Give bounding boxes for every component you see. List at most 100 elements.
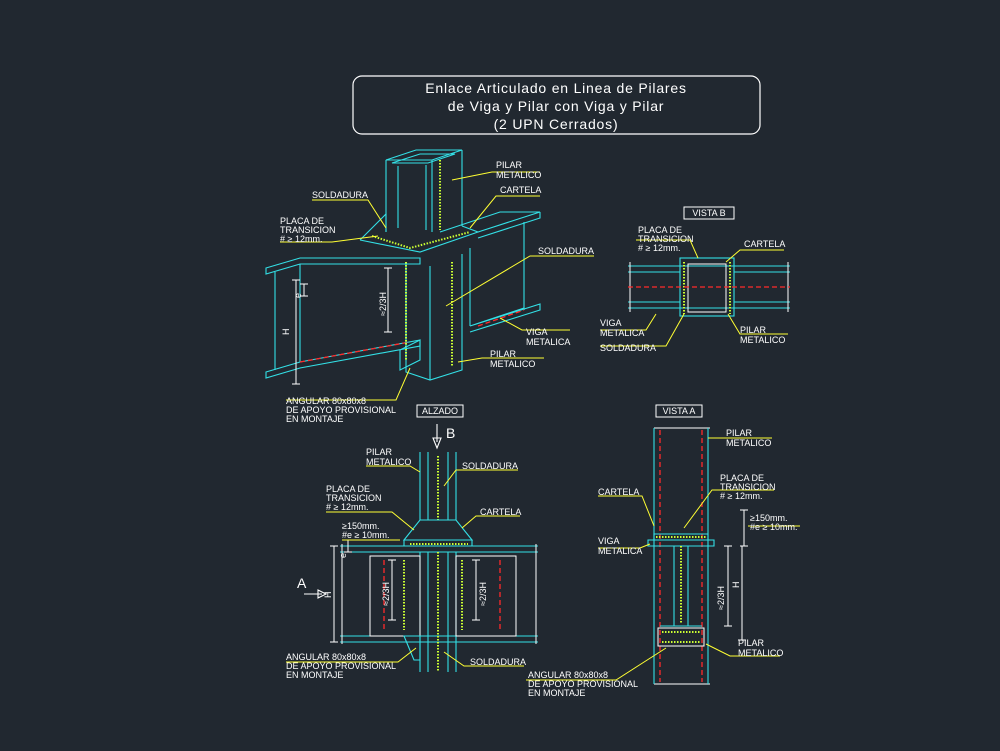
iso-label-placa-3: # ≥ 12mm. — [280, 234, 322, 244]
iso-e-label: e — [293, 293, 303, 298]
alzado-two-third-right: ≈2/3H — [478, 582, 488, 606]
alzado-dim-left — [388, 559, 396, 621]
vista-a-label-angular-1: ANGULAR 80x80x8 — [528, 670, 608, 680]
alzado-leader-placa — [326, 511, 415, 531]
alzado-label-placa-1: PLACA DE — [326, 484, 370, 494]
vista-a-header: VISTA A — [663, 406, 696, 416]
vista-b-label-viga-1: VIGA — [600, 318, 622, 328]
iso-right-flange-top — [439, 211, 541, 233]
alzado-label-dim-2: #e ≥ 10mm. — [342, 530, 389, 540]
iso-leader-pilar-bottom — [457, 357, 544, 363]
vista-a-beam-section — [647, 539, 715, 627]
vista-b-label-pilar-2: METALICO — [740, 335, 785, 345]
alzado-label-soldadura-top: SOLDADURA — [462, 461, 518, 471]
vista-a-angle-weld — [662, 631, 700, 643]
iso-left-axis — [299, 341, 411, 363]
vista-a-leader-cartela — [598, 495, 655, 527]
vista-b-leader-placa — [636, 239, 699, 259]
iso-dim-e — [300, 283, 308, 297]
vista-a-two-third-label: ≈2/3H — [716, 586, 726, 610]
iso-plate-weld — [371, 231, 471, 250]
vista-a-label-viga-2: METALICA — [598, 546, 642, 556]
vista-b-beams — [628, 265, 790, 309]
iso-label-pilar-bottom-2: METALICO — [490, 359, 535, 369]
alzado-dim-h — [330, 545, 338, 643]
alzado-left-panel — [369, 555, 421, 637]
alzado-view: ALZADO B A H e ≈2/3H ≈2/3H — [286, 404, 538, 680]
alzado-arrow-b-label: B — [446, 425, 455, 441]
iso-label-soldadura-right: SOLDADURA — [538, 246, 594, 256]
alzado-cartela — [402, 519, 474, 541]
alzado-leader-soldadura-top — [443, 469, 518, 487]
vista-a-label-cartela: CARTELA — [598, 487, 639, 497]
iso-two-third-label: ≈2/3H — [378, 292, 388, 316]
vista-b-leader-viga — [600, 313, 657, 331]
iso-transition-plate — [359, 212, 480, 253]
vista-b-header: VISTA B — [692, 208, 725, 218]
iso-leader-cartela — [469, 195, 540, 229]
iso-leader-pilar-top — [451, 171, 540, 181]
vista-b-view: VISTA B PLACA DE TRANSICION # ≥ 12mm. CA… — [600, 206, 790, 353]
vista-b-leader-pilar — [727, 313, 788, 335]
vista-a-label-angular-2: DE APOYO PROVISIONAL — [528, 679, 638, 689]
vista-a-dim-e — [740, 509, 748, 547]
vista-a-label-pilar-bottom-1: PILAR — [738, 638, 765, 648]
vista-b-weld — [683, 262, 731, 314]
vista-a-label-viga-1: VIGA — [598, 536, 620, 546]
vista-b-column — [687, 263, 727, 313]
alzado-leader-cartela — [461, 515, 520, 529]
alzado-leader-angular — [286, 647, 417, 663]
iso-leader-angular — [286, 367, 411, 401]
vista-a-leader-angular — [526, 647, 667, 681]
vista-a-column — [653, 428, 709, 684]
alzado-label-angular-1: ANGULAR 80x80x8 — [286, 652, 366, 662]
vista-a-label-pilar-top-1: PILAR — [726, 428, 753, 438]
iso-leader-viga — [499, 317, 570, 331]
iso-label-angular-3: EN MONTAJE — [286, 414, 343, 424]
alzado-panel-weld — [403, 560, 463, 630]
vista-b-label-soldadura: SOLDADURA — [600, 343, 656, 353]
vista-a-header-frame — [655, 404, 703, 418]
vista-b-header-frame — [683, 206, 735, 220]
alzado-leader-pilar — [366, 465, 421, 473]
vista-a-column-axis — [659, 430, 703, 682]
iso-label-cartela: CARTELA — [500, 185, 541, 195]
vista-b-leader-cartela — [725, 249, 784, 263]
iso-label-pilar-top-1: PILAR — [496, 160, 523, 170]
iso-label-angular-1: ANGULAR 80x80x8 — [286, 396, 366, 406]
iso-label-placa-2: TRANSICION — [280, 225, 336, 235]
vista-a-label-placa-3: # ≥ 12mm. — [720, 491, 762, 501]
title-line-2: de Viga y Pilar con Viga y Pilar — [448, 98, 665, 114]
vista-a-dim-two-third — [724, 545, 732, 627]
iso-label-pilar-top-2: METALICO — [496, 170, 541, 180]
alzado-header: ALZADO — [422, 406, 458, 416]
vista-b-label-placa-2: TRANSICION — [638, 234, 694, 244]
vista-b-label-viga-2: METALICA — [600, 328, 644, 338]
vista-a-break-lines — [654, 427, 710, 685]
iso-left-top-flange — [265, 257, 421, 275]
alzado-beam-breaks — [341, 544, 537, 644]
iso-column-inner-top — [391, 153, 456, 164]
alzado-label-dim-1: ≥150mm. — [342, 521, 379, 531]
alzado-leader-soldadura-bottom — [443, 651, 524, 667]
alzado-label-cartela: CARTELA — [480, 507, 521, 517]
vista-b-label-pilar-1: PILAR — [740, 325, 767, 335]
vista-a-dim-h — [738, 546, 746, 641]
vista-b-label-cartela: CARTELA — [744, 239, 785, 249]
alzado-label-placa-2: TRANSICION — [326, 493, 382, 503]
alzado-two-third-left: ≈2/3H — [381, 582, 391, 606]
iso-h-label: H — [281, 329, 291, 336]
alzado-h-label: H — [323, 592, 333, 599]
vista-a-label-angular-3: EN MONTAJE — [528, 688, 585, 698]
alzado-label-pilar-2: METALICO — [366, 457, 411, 467]
alzado-column-upper — [419, 452, 457, 520]
alzado-arrow-a — [304, 589, 328, 599]
title-block: Enlace Articulado en Linea de Pilares de… — [352, 75, 761, 135]
title-line-1: Enlace Articulado en Linea de Pilares — [425, 80, 687, 96]
iso-label-pilar-bottom-1: PILAR — [490, 349, 517, 359]
iso-right-flange-edge — [477, 212, 541, 239]
iso-left-bottom-flange — [265, 339, 421, 379]
vista-b-label-placa-1: PLACA DE — [638, 225, 682, 235]
iso-column-upper-edges — [385, 150, 463, 232]
iso-label-soldadura-left: SOLDADURA — [312, 190, 368, 200]
